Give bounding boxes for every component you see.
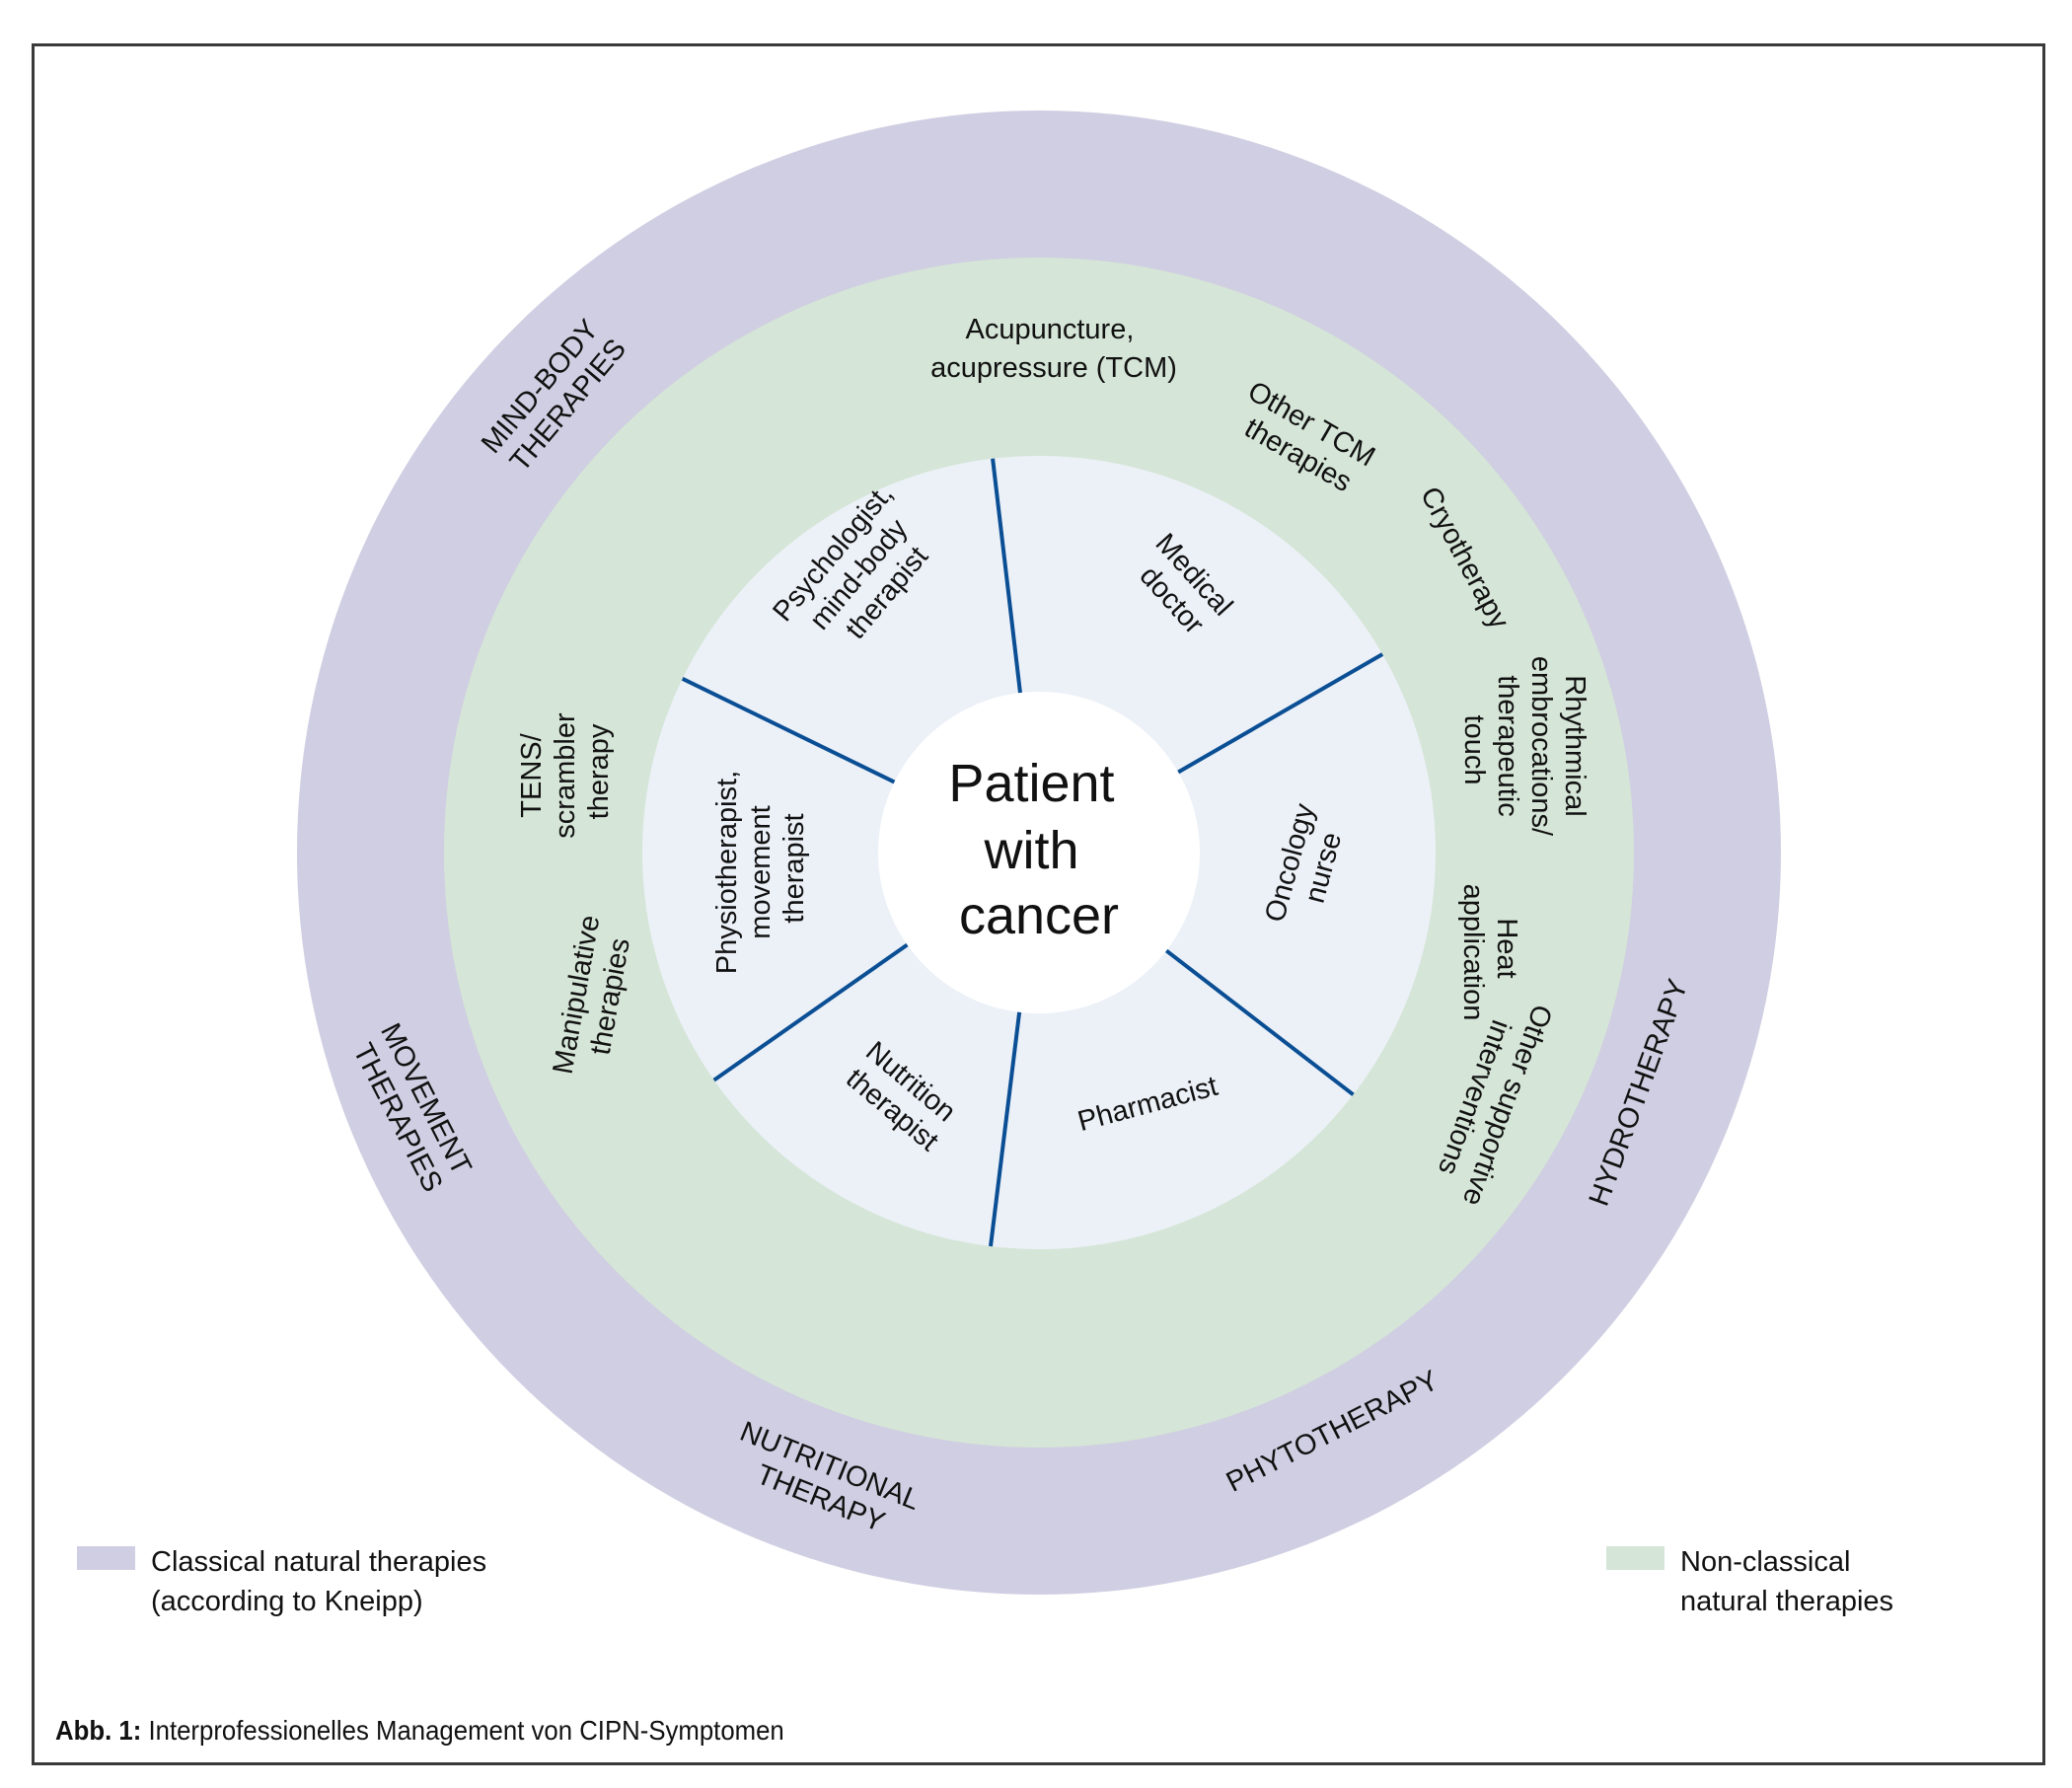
profession-physiotherapist: Physiotherapist, movement therapist — [711, 763, 810, 974]
legend-classical: Classical natural therapies (according t… — [77, 1542, 486, 1621]
divider-line — [1177, 652, 1384, 775]
therapy-rhythmical-embrocations: Rhythmical embrocations/ therapeutic tou… — [1458, 656, 1591, 844]
divider-line — [681, 676, 896, 784]
divider-line — [1164, 948, 1355, 1096]
therapy-acupuncture: Acupuncture, acupressure (TCM) — [930, 314, 1177, 384]
divider-line — [991, 458, 1022, 694]
caption-label: Abb. 1: — [55, 1715, 142, 1746]
center-label: Patient with cancer — [948, 754, 1129, 945]
legend-swatch-non-classical — [1606, 1546, 1665, 1570]
figure-caption: Abb. 1: Interprofessionelles Management … — [55, 1715, 784, 1747]
profession-dividers — [681, 458, 1384, 1247]
center-line: with — [983, 821, 1078, 880]
center-line: Patient — [948, 754, 1114, 813]
divider-line — [712, 942, 909, 1082]
legend-non-classical: Non-classical natural therapies — [1606, 1542, 1893, 1621]
therapy-tens-scrambler: TENS/ scrambler therapy — [516, 705, 615, 838]
legend-swatch-classical — [77, 1546, 135, 1570]
legend-text-classical: Classical natural therapies (according t… — [151, 1546, 487, 1617]
center-line: cancer — [959, 886, 1119, 945]
figure-frame — [32, 43, 2045, 1765]
caption-text: Interprofessionelles Management von CIPN… — [141, 1715, 784, 1746]
patient-center-circle — [878, 692, 1200, 1013]
legend-text-non-classical: Non-classical natural therapies — [1680, 1546, 1894, 1617]
divider-line — [989, 1011, 1022, 1247]
therapy-heat-application: Heat application — [1457, 884, 1522, 1021]
